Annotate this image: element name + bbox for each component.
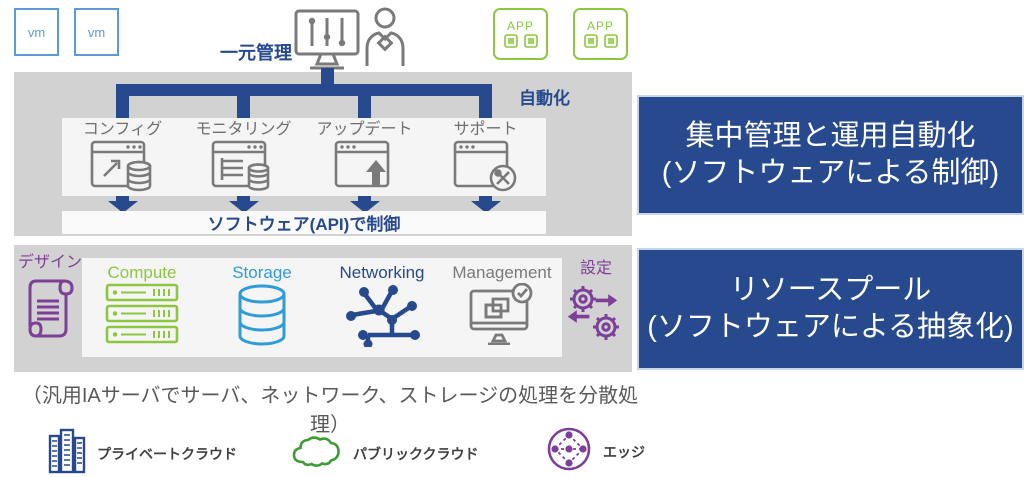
legend-private-cloud: プライベートクラウド [48,428,237,477]
down-arrow [228,201,259,213]
resource-item-management: Management [442,258,562,357]
callout-line2: (ソフトウェアによる制御) [661,157,1000,189]
down-arrow [116,196,129,202]
window-monitoring-icon [211,140,277,197]
connector-stem [479,96,492,118]
ops-item-monitoring: モニタリング [183,118,304,196]
ops-item-label: コンフィグ [82,121,163,138]
callout-line2: (ソフトウェアによる抽象化) [647,311,1014,343]
app-box: APP [493,8,548,60]
down-arrow [107,201,138,213]
legend-edge: エッジ [546,426,645,477]
vm-box: vm [74,8,119,56]
ops-item-support: サポート [425,118,546,196]
settings-column: 設定 [564,259,628,350]
edge-network-icon [546,426,592,477]
automation-panel: 自動化 コンフィグ [14,68,632,236]
container-icons [503,34,538,48]
container-icons [583,34,618,48]
database-icon [235,283,289,352]
automation-label: 自動化 [519,89,570,108]
connector-stem [358,96,371,118]
vm-label: vm [27,24,46,40]
app-label: APP [506,19,534,33]
connector-stem [116,96,129,118]
resource-item-label: Compute [107,263,177,282]
ops-item-label: モニタリング [195,121,292,138]
api-control-bar: ソフトウェア(API)で制御 [62,211,546,234]
legend-label: パブリッククラウド [353,445,479,462]
resource-item-label: Management [452,263,552,282]
network-graph-icon [340,283,424,352]
resource-item-compute: Compute [82,258,202,357]
callout-central-management: 集中管理と運用自動化 (ソフトウェアによる制御) [637,95,1024,215]
resource-item-label: Networking [339,263,425,282]
resource-item-networking: Networking [322,258,442,357]
cloud-icon [290,434,342,473]
scroll-icon [22,279,78,347]
servers-icon [104,283,180,350]
buildings-icon [48,428,86,477]
down-arrow [479,196,492,202]
monitor-sliders-icon [293,8,361,77]
ops-item-config: コンフィグ [62,118,183,196]
settings-label: 設定 [579,260,612,277]
resource-panel: デザイン Compute [14,245,632,372]
down-arrow [470,201,501,213]
connector-stem [237,96,250,118]
ops-item-label: サポート [453,121,518,138]
api-control-label: ソフトウェア(API)で制御 [207,215,401,234]
monitor-check-icon [466,282,538,350]
design-label: デザイン [18,254,83,271]
callout-resource-pool: リソースプール (ソフトウェアによる抽象化) [637,248,1024,370]
resource-item-label: Storage [232,263,292,282]
design-column: デザイン [18,253,82,348]
window-update-icon [332,140,398,197]
resource-item-storage: Storage [202,258,322,357]
app-label: APP [586,19,614,33]
legend-label: エッジ [603,443,645,460]
operations-box: コンフィグ モニタリング [62,118,546,196]
person-icon [362,6,408,71]
down-arrow [237,196,250,202]
ops-item-update: アップデート [304,118,425,196]
down-arrow [349,201,380,213]
legend-public-cloud: パブリッククラウド [290,434,478,473]
connector-bar [116,84,492,96]
callout-line1: 集中管理と運用自動化 [685,120,976,152]
connector-stub [321,68,334,84]
app-box: APP [573,8,628,60]
resource-pool-box: Compute [82,258,562,357]
caption: （汎用IAサーバでサーバ、ネットワーク、ストレージの処理を分散処理） [21,385,639,436]
gears-exchange-icon [566,286,626,349]
window-support-icon [453,140,519,197]
legend-label: プライベートクラウド [97,445,237,462]
ops-item-label: アップデート [316,121,413,138]
down-arrow [358,196,371,202]
central-management-label: 一元管理 [220,43,292,63]
vm-label: vm [87,24,106,40]
window-config-icon [90,140,156,197]
callout-line1: リソースプール [729,274,932,306]
vm-box: vm [14,8,59,56]
